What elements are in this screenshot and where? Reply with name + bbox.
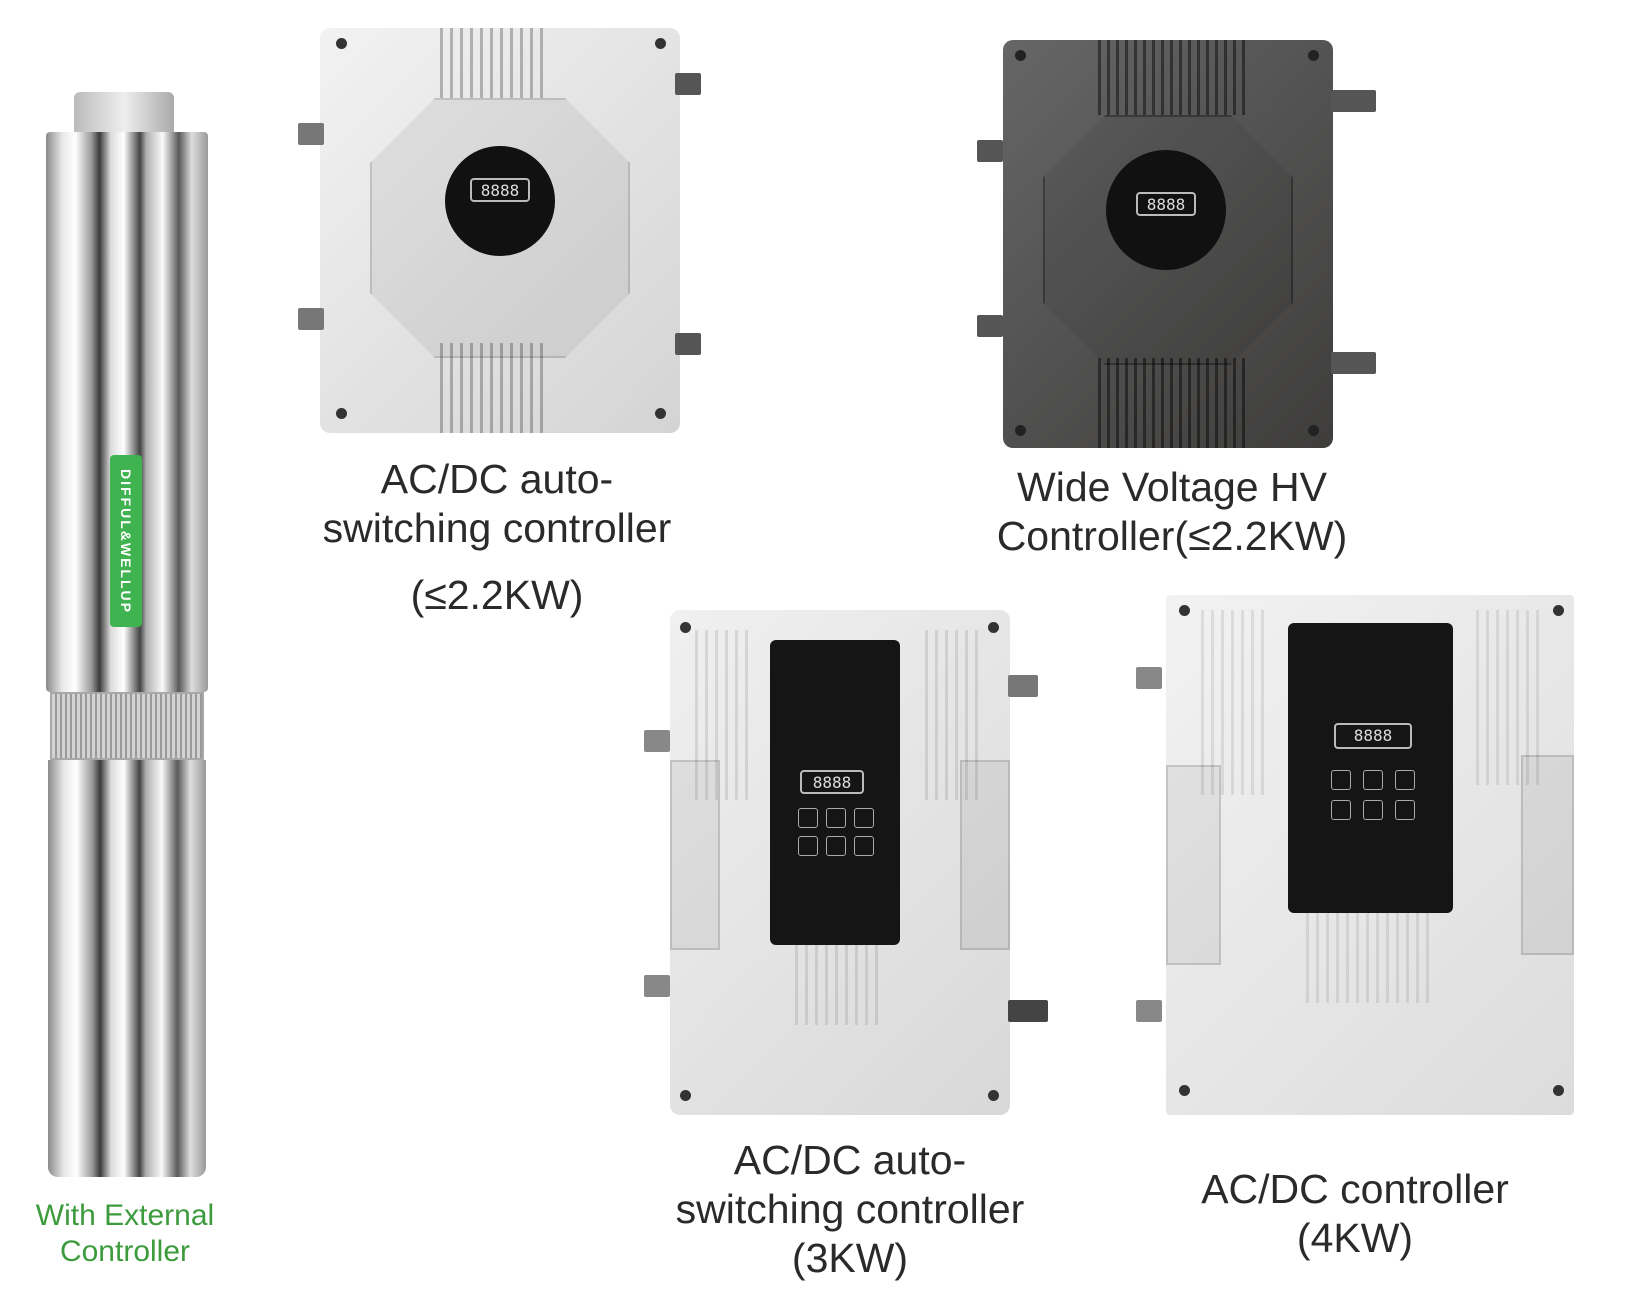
pump-cap <box>74 92 174 132</box>
submersible-pump-image: DIFFUL&WELLUP <box>42 92 212 1177</box>
pump-intake-mesh <box>50 692 204 760</box>
lcd-display: 8888 <box>1136 192 1196 216</box>
pump-caption-line1: With External <box>35 1199 215 1232</box>
controller-3-caption: AC/DC auto- switching controller (3KW) <box>676 1136 1025 1283</box>
caption-line: AC/DC controller <box>1201 1166 1509 1212</box>
lcd-display: 8888 <box>1334 723 1412 749</box>
controller-ac-dc-3kw-image: 8888 <box>644 610 1048 1115</box>
caption-line: Controller(≤2.2KW) <box>996 513 1348 559</box>
controller-1-caption: AC/DC auto- switching controller (≤2.2KW… <box>323 455 672 620</box>
caption-line: switching controller <box>322 505 672 551</box>
controller-ac-dc-4kw-image: 8888 <box>1136 595 1574 1115</box>
caption-line: AC/DC auto- <box>380 456 614 502</box>
lcd-display: 8888 <box>470 178 530 202</box>
pump-caption: With External Controller <box>36 1198 214 1270</box>
pump-caption-line2: Controller <box>59 1235 191 1268</box>
controller-2-caption: Wide Voltage HV Controller(≤2.2KW) <box>997 463 1348 561</box>
pump-bottom <box>48 1095 206 1177</box>
caption-line: AC/DC auto- <box>733 1137 967 1183</box>
caption-line: switching controller <box>675 1186 1025 1232</box>
controller-ac-dc-2-2kw-image: 8888 <box>298 28 701 433</box>
caption-line: (3KW) <box>791 1235 909 1281</box>
controller-wide-voltage-hv-image: 8888 <box>977 40 1376 448</box>
lcd-display: 8888 <box>800 770 864 794</box>
caption-line: (≤2.2KW) <box>410 572 584 618</box>
brand-label: DIFFUL&WELLUP <box>110 455 142 627</box>
caption-line: (4KW) <box>1296 1215 1414 1261</box>
caption-line: Wide Voltage HV <box>1017 464 1327 510</box>
pump-motor-body <box>48 760 206 1095</box>
controller-4-caption: AC/DC controller (4KW) <box>1201 1165 1509 1263</box>
